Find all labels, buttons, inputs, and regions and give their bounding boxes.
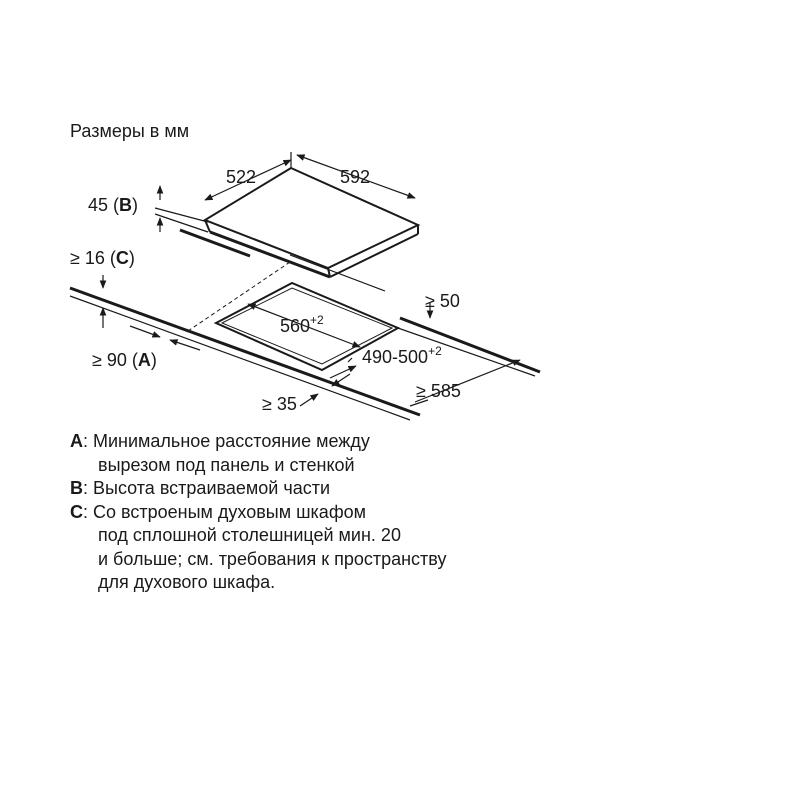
- dim-35: ≥ 35: [262, 394, 297, 414]
- legend-key-b: B: [70, 478, 83, 498]
- worktop: [69, 228, 541, 421]
- dim-560: 560+2: [280, 313, 324, 336]
- legend-text-c1: : Со встроеным духовым шкафом: [83, 501, 367, 522]
- cutout: [187, 261, 401, 372]
- legend-item-c: C: Со встроеным духовым шкафом: [70, 501, 770, 525]
- dim-45-b: 45 (B): [88, 195, 138, 215]
- legend: A: Минимальное расстояние между вырезом …: [70, 430, 770, 595]
- dim-50: ≥ 50: [425, 291, 460, 311]
- legend-text-a2: вырезом под панель и стенкой: [98, 454, 355, 475]
- dim-522: 522: [226, 167, 256, 187]
- units-label: Размеры в мм: [70, 121, 189, 141]
- legend-text-c2: под сплошной столешницей мин. 20: [98, 525, 401, 545]
- dim-585: ≥ 585: [416, 381, 461, 401]
- dimension-lines: [99, 152, 521, 407]
- dim-592: 592: [340, 167, 370, 187]
- legend-text-b1: : Высота встраиваемой части: [83, 478, 331, 498]
- legend-text-c4: для духового шкафа.: [98, 572, 276, 592]
- legend-text-c3: и больше; см. требования к пространству: [98, 548, 447, 569]
- legend-item-a: A: Минимальное расстояние между: [70, 430, 770, 454]
- legend-text-a1: : Минимальное расстояние между: [83, 431, 370, 451]
- legend-key-c: C: [70, 501, 83, 522]
- legend-item-b: B: Высота встраиваемой части: [70, 477, 770, 501]
- dim-16-c: ≥ 16 (C): [70, 248, 135, 268]
- dim-490-500: 490-500+2: [362, 344, 442, 367]
- dim-90-a: ≥ 90 (A): [92, 350, 157, 370]
- legend-key-a: A: [70, 431, 83, 451]
